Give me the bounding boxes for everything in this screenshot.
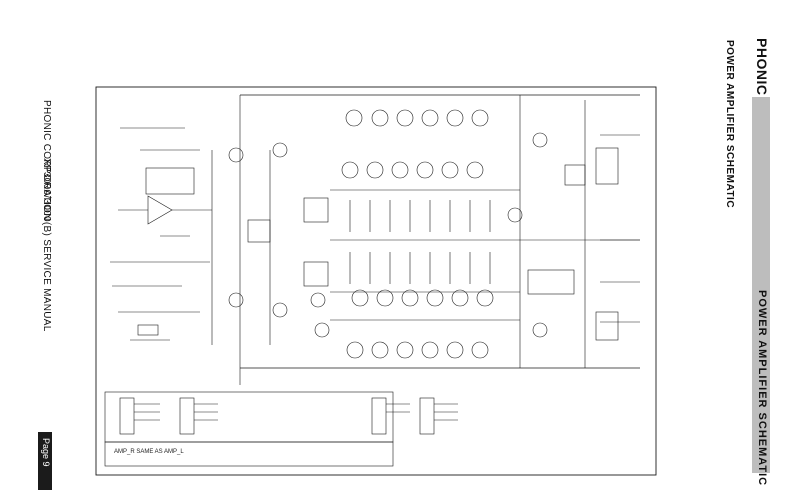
output-transistors-top [341, 109, 489, 179]
schematic-frame [95, 86, 657, 476]
emitter-resistors [349, 200, 491, 284]
driver-section [211, 95, 330, 385]
output-transistors-bottom [346, 289, 494, 359]
amp-note: AMP_R SAME AS AMP_L [114, 449, 184, 455]
page-number-box [38, 432, 52, 490]
output-section [507, 95, 640, 368]
input-section [110, 127, 212, 341]
supply-rails [240, 94, 640, 369]
sidebar-band [752, 97, 770, 473]
connectors [104, 391, 458, 467]
